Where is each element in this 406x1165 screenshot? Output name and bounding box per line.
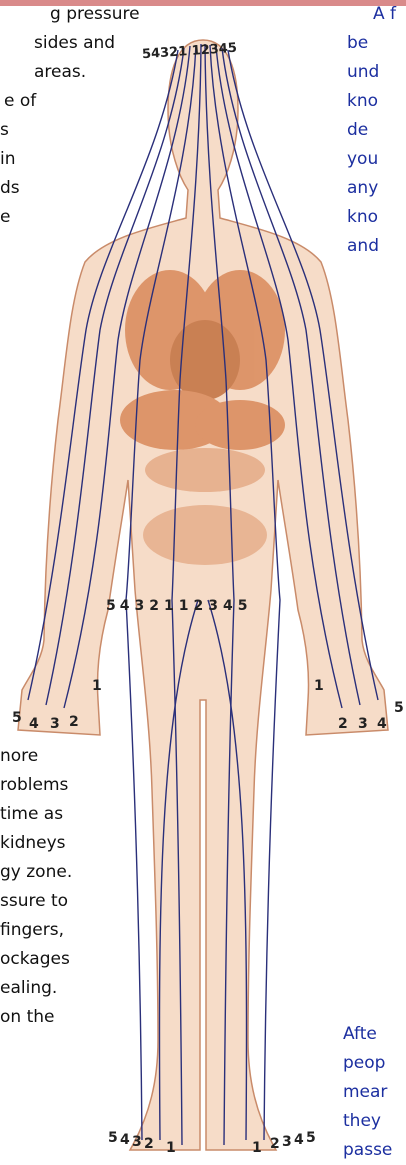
right-hand-number: 5 <box>394 700 404 716</box>
left-hand-number: 5 <box>12 710 22 726</box>
waist-number: 3 <box>135 598 145 614</box>
right-foot-number: 3 <box>282 1134 292 1150</box>
waist-number: 4 <box>223 598 233 614</box>
left-hand-number: 3 <box>50 716 60 732</box>
waist-number: 2 <box>194 598 204 614</box>
right-hand-number: 3 <box>358 716 368 732</box>
waist-number: 2 <box>149 598 159 614</box>
left-hand-number: 1 <box>92 678 102 694</box>
right-hand-number: 1 <box>314 678 324 694</box>
right-foot-number: 5 <box>306 1130 316 1146</box>
right-hand-number: 2 <box>338 716 348 732</box>
left-foot-number: 3 <box>132 1134 142 1150</box>
text-left-top: g pressure sides and areas. e of s in ds… <box>0 0 140 232</box>
waist-number: 3 <box>208 598 218 614</box>
right-foot-number: 1 <box>252 1140 262 1156</box>
waist-number: 5 <box>106 598 116 614</box>
left-foot-number: 1 <box>166 1140 176 1156</box>
waist-number: 1 <box>164 598 174 614</box>
right-hand-number: 4 <box>377 716 387 732</box>
waist-number: 1 <box>179 598 189 614</box>
text-right-bottom: Afte peop mear they passe <box>343 1020 392 1165</box>
text-right-top: A f be und kno de you any kno and <box>347 0 396 261</box>
left-foot-number: 2 <box>144 1136 154 1152</box>
left-foot-number: 4 <box>120 1132 130 1148</box>
left-hand-number: 4 <box>29 716 39 732</box>
right-foot-number: 4 <box>294 1132 304 1148</box>
left-foot-number: 5 <box>108 1130 118 1146</box>
right-foot-number: 2 <box>270 1136 280 1152</box>
waist-number: 4 <box>120 598 130 614</box>
text-left-bottom: nore roblems time as kidneys gy zone. ss… <box>0 742 72 1032</box>
waist-number: 5 <box>238 598 248 614</box>
left-hand-number: 2 <box>69 714 79 730</box>
